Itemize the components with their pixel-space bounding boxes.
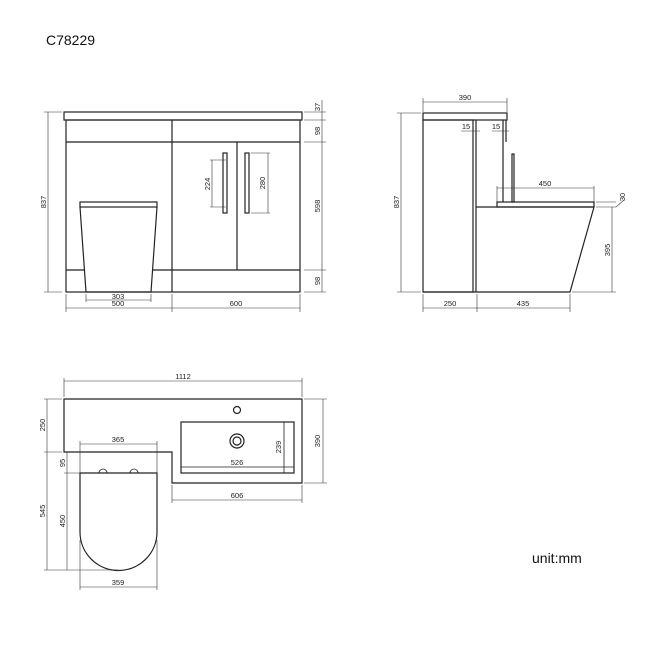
dim-seat-length: 450 bbox=[539, 179, 552, 188]
door-handle-left bbox=[222, 152, 228, 214]
dim-side-height: 837 bbox=[392, 196, 401, 209]
dim-side-depth: 390 bbox=[459, 93, 472, 102]
dim-left-unit: 500 bbox=[112, 299, 125, 308]
worktop bbox=[63, 111, 303, 121]
toilet-pan-front bbox=[79, 206, 158, 293]
dim-pan-projection: 435 bbox=[517, 299, 530, 308]
dim-plinth: 98 bbox=[313, 277, 322, 285]
dim-basin-unit: 606 bbox=[231, 491, 244, 500]
basin-drain bbox=[229, 433, 245, 449]
dim-handle-centres: 224 bbox=[203, 178, 212, 191]
unit-label: unit:mm bbox=[532, 550, 582, 566]
dim-toilet-bottom-width: 359 bbox=[112, 578, 125, 587]
side-view: 390 837 15 15 450 30 395 250 435 bbox=[392, 93, 627, 312]
front-view: 837 37 98 598 98 224 280 303 500 600 bbox=[39, 100, 326, 312]
seat-hinge-side bbox=[511, 153, 515, 203]
toilet-seat-top bbox=[79, 472, 158, 572]
cabinet-side bbox=[422, 119, 474, 293]
dim-back-depth: 250 bbox=[38, 419, 47, 432]
dim-basin-depth: 239 bbox=[274, 441, 283, 454]
dim-basin-width: 526 bbox=[231, 458, 244, 467]
dim-toilet-top-width: 365 bbox=[112, 435, 125, 444]
dim-gap-right: 15 bbox=[492, 122, 500, 131]
tap-hole bbox=[232, 405, 242, 415]
product-code: C78229 bbox=[46, 32, 96, 48]
dim-seat-thickness: 30 bbox=[618, 193, 627, 201]
dim-front-height: 837 bbox=[39, 196, 48, 209]
dim-overall-width: 1112 bbox=[175, 372, 191, 381]
dim-unit-depth: 250 bbox=[444, 299, 457, 308]
dim-handle-length: 280 bbox=[258, 177, 267, 190]
dim-overall-depth: 390 bbox=[313, 435, 322, 448]
top-view: 1112 390 250 545 95 450 365 359 606 526 … bbox=[38, 372, 327, 590]
dim-gap-left: 15 bbox=[462, 122, 470, 131]
basin bbox=[180, 421, 295, 474]
toilet-seat-front bbox=[79, 201, 158, 208]
dim-right-unit: 600 bbox=[230, 299, 243, 308]
worktop-outline bbox=[63, 398, 303, 484]
toilet-seat-side bbox=[496, 201, 595, 208]
cabinet-body bbox=[65, 119, 301, 293]
dim-top: 37 bbox=[313, 103, 322, 111]
dim-upper-panel: 98 bbox=[313, 127, 322, 135]
dim-door: 598 bbox=[313, 200, 322, 213]
dim-toilet-base: 303 bbox=[112, 292, 125, 301]
dim-top-seat-length: 450 bbox=[58, 515, 67, 528]
worktop-side bbox=[422, 112, 508, 121]
dim-cistern-gap: 95 bbox=[58, 459, 67, 467]
toilet-pan-side bbox=[423, 206, 595, 293]
dim-pan-height: 395 bbox=[603, 244, 612, 257]
door-handle-right bbox=[244, 152, 250, 214]
dim-toilet-projection: 545 bbox=[38, 505, 47, 518]
